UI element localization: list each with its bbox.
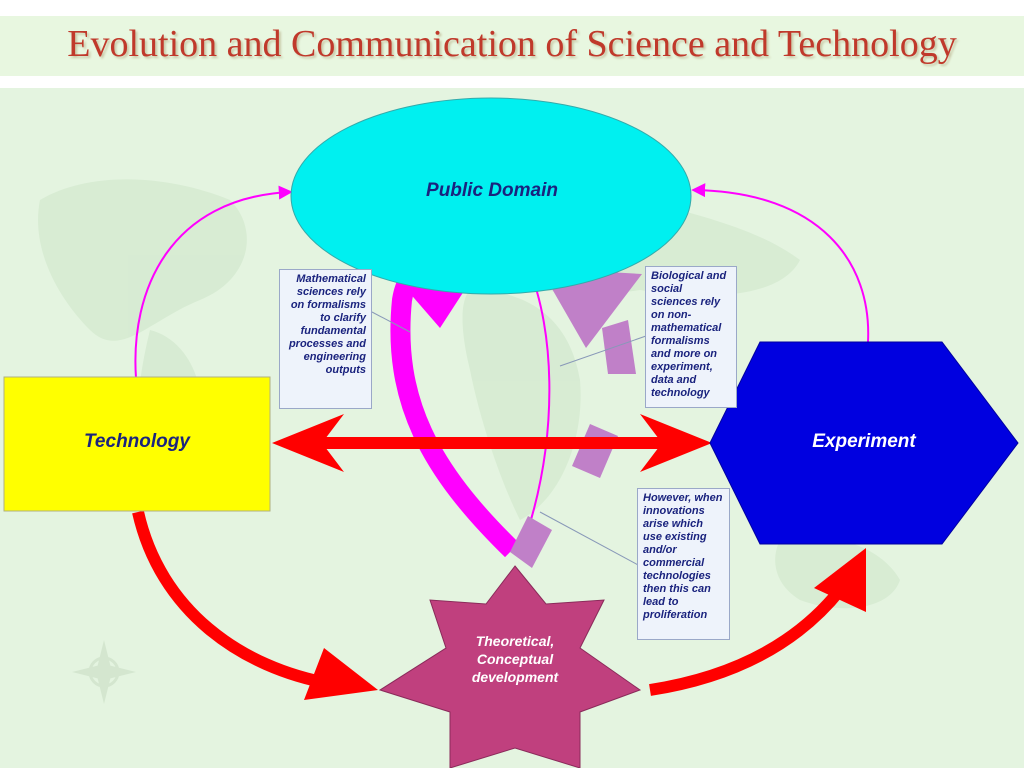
- theory-node: [378, 565, 642, 768]
- note-connector-mathematical: [371, 311, 411, 333]
- title-bar: [0, 16, 1024, 76]
- note-connector-innovations: [539, 511, 641, 567]
- arrow-theory-to-public-domain-thin: [521, 263, 551, 549]
- diagram-svg: [3, 97, 1019, 768]
- arrow-theory-to-experiment: [649, 586, 845, 696]
- experiment-label: Experiment: [812, 431, 916, 452]
- public-domain-node: [290, 97, 692, 295]
- slide-title: Evolution and Communication of Science a…: [67, 23, 957, 65]
- note-mathematical-sciences: Mathematical sciences rely on formalisms…: [279, 269, 372, 409]
- technology-node: [3, 376, 271, 512]
- note-connector-biological: [559, 335, 647, 367]
- arrow-experiment-to-public-domain: [691, 183, 870, 343]
- arrow-technology-to-theory-head: [304, 648, 378, 700]
- arrow-theory-to-experiment-head: [814, 548, 866, 612]
- arrow-technology-to-theory: [132, 510, 334, 690]
- double-arrow-right-head: [640, 414, 712, 472]
- public-domain-label: Public Domain: [426, 180, 558, 201]
- arrow-technology-to-public-domain: [134, 185, 293, 379]
- note-innovations: However, when innovations arise which us…: [637, 488, 730, 640]
- diagram-canvas: Public Domain Technology Experiment Theo…: [0, 88, 1024, 768]
- compass-rose-icon: [72, 640, 136, 704]
- experiment-node: [709, 341, 1019, 545]
- technology-label: Technology: [84, 431, 190, 452]
- theory-label: Theoretical, Conceptual development: [471, 633, 559, 685]
- double-arrow-left-head: [272, 414, 344, 472]
- note-biological-sciences: Biological and social sciences rely on n…: [645, 266, 737, 408]
- double-arrow-shaft: [314, 437, 674, 449]
